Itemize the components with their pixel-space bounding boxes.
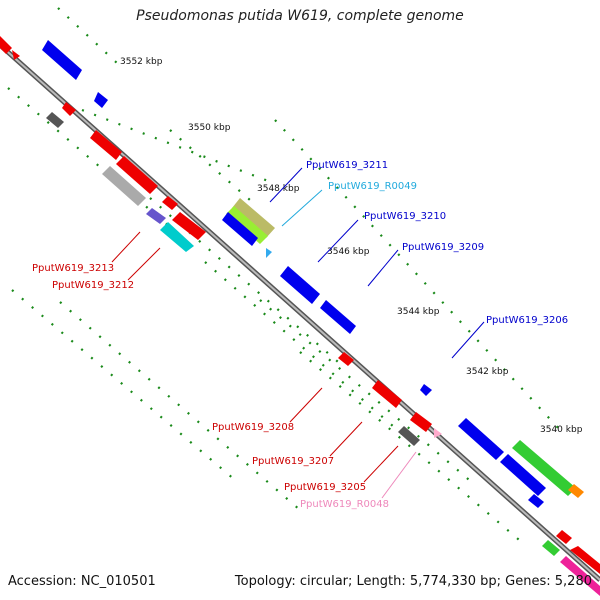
gene-block[interactable] <box>434 428 442 438</box>
gene-block[interactable] <box>42 40 82 80</box>
gene-block[interactable] <box>420 384 432 396</box>
gene-block[interactable] <box>568 484 584 498</box>
tick-label: 3542 kbp <box>466 367 509 377</box>
gene-block[interactable] <box>338 352 354 366</box>
gene-block[interactable] <box>160 222 194 252</box>
gene-label[interactable]: PputW619_3212 <box>52 280 134 291</box>
gene-label[interactable]: PputW619_3213 <box>32 263 114 274</box>
gene-block[interactable] <box>512 440 576 496</box>
accession-label: Accession: NC_010501 <box>8 574 156 589</box>
gene-block[interactable] <box>398 426 420 446</box>
tick-label: 3546 kbp <box>327 247 370 257</box>
tick-labels: 3552 kbp 3550 kbp 3548 kbp 3546 kbp 3544… <box>120 57 583 435</box>
gene-block[interactable] <box>0 36 12 54</box>
leader-lines <box>111 167 485 499</box>
gene-block[interactable] <box>12 50 20 60</box>
gene-label[interactable]: PputW619_3211 <box>306 160 388 171</box>
gene-block[interactable] <box>46 112 64 128</box>
gene-block[interactable] <box>458 418 504 460</box>
gene-block[interactable] <box>500 454 546 496</box>
gene-block[interactable] <box>280 266 320 304</box>
tick-label: 3550 kbp <box>188 123 231 133</box>
gene-label[interactable]: PputW619_3207 <box>252 456 334 467</box>
gene-block[interactable] <box>102 166 146 206</box>
gene-block[interactable] <box>222 212 258 246</box>
gene-block[interactable] <box>266 248 272 258</box>
gene-label[interactable]: PputW619_R0049 <box>328 181 417 192</box>
gene-block[interactable] <box>94 92 108 108</box>
gene-block[interactable] <box>542 540 560 556</box>
gene-label[interactable]: PputW619_R0048 <box>300 499 389 510</box>
gene-block[interactable] <box>560 556 600 596</box>
gene-block[interactable] <box>372 380 402 408</box>
tick-label: 3540 kbp <box>540 425 583 435</box>
scale-tick-lines <box>7 7 526 546</box>
reverse-genes <box>0 36 600 596</box>
gene-block[interactable] <box>116 156 158 194</box>
gene-label[interactable]: PputW619_3205 <box>284 482 366 493</box>
gene-block[interactable] <box>146 208 166 224</box>
gene-block[interactable] <box>570 546 600 574</box>
map-title: Pseudomonas putida W619, complete genome <box>136 8 464 24</box>
gene-labels: PputW619_3211 PputW619_R0049 PputW619_32… <box>32 160 568 510</box>
genome-summary: Topology: circular; Length: 5,774,330 bp… <box>234 574 592 589</box>
gene-block[interactable] <box>172 212 206 240</box>
tick-label: 3552 kbp <box>120 57 163 67</box>
gene-block[interactable] <box>226 206 268 244</box>
gene-label[interactable]: PputW619_3209 <box>402 242 484 253</box>
gene-label[interactable]: PputW619_3210 <box>364 211 446 222</box>
gene-block[interactable] <box>90 130 122 160</box>
gene-label[interactable]: PputW619_3208 <box>212 422 294 433</box>
scale-ticks-upper <box>169 119 561 431</box>
gene-block[interactable] <box>556 530 572 544</box>
tick-label: 3544 kbp <box>397 307 440 317</box>
gene-block[interactable] <box>528 494 544 508</box>
gene-block[interactable] <box>232 198 275 238</box>
gene-block[interactable] <box>62 102 76 116</box>
tick-label: 3548 kbp <box>257 184 300 194</box>
gene-block[interactable] <box>162 196 178 210</box>
gene-block[interactable] <box>320 300 356 334</box>
gene-label[interactable]: PputW619_3206 <box>486 315 568 326</box>
forward-genes <box>42 40 584 508</box>
gene-block[interactable] <box>410 412 432 432</box>
